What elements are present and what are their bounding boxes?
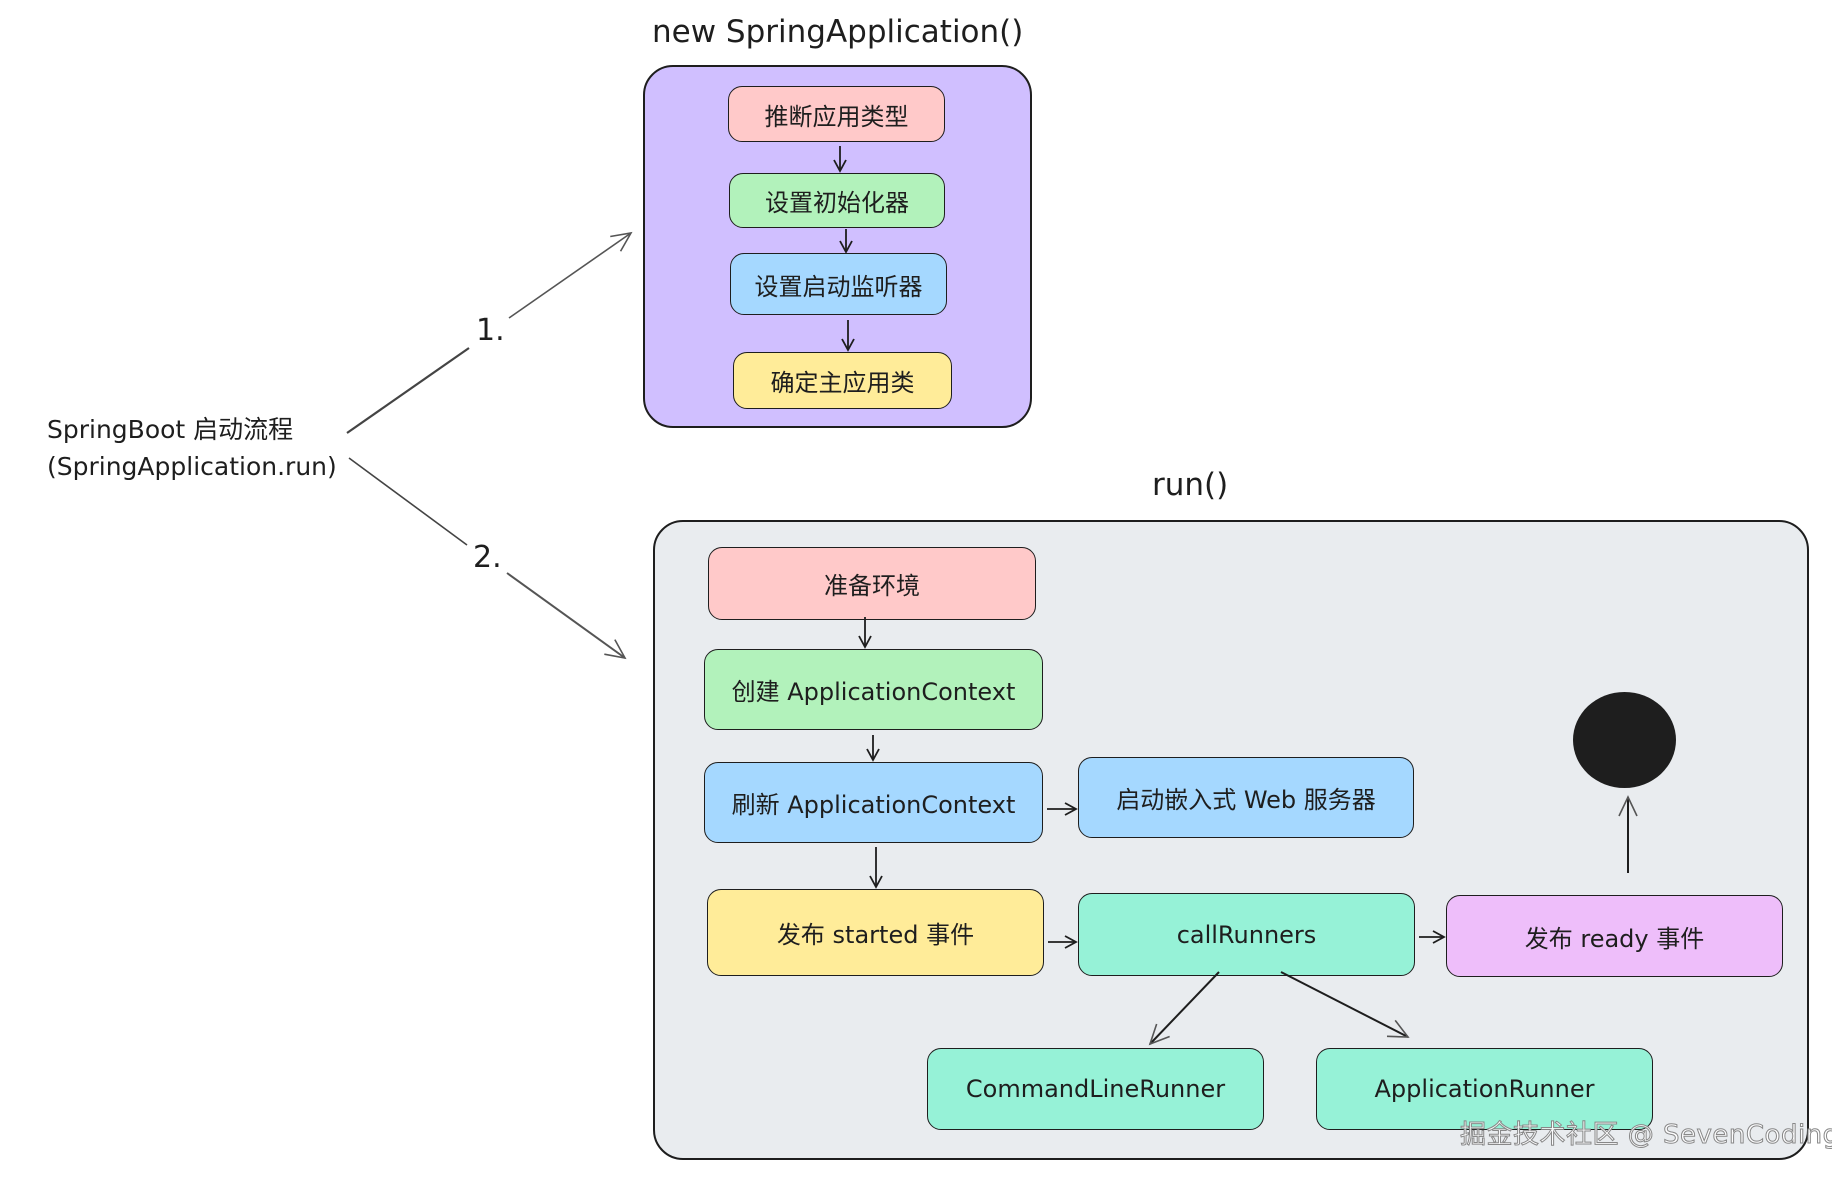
step-2-arrow-tail <box>348 457 468 546</box>
node-prepare-environment: 准备环境 <box>708 547 1036 620</box>
root-label-line1: SpringBoot 启动流程 <box>47 415 294 444</box>
end-state-dot <box>1573 692 1676 788</box>
node-set-initializers: 设置初始化器 <box>729 173 945 228</box>
node-started-event: 发布 started 事件 <box>707 889 1044 976</box>
node-label: 刷新 ApplicationContext <box>731 791 1016 819</box>
node-label: callRunners <box>1176 920 1317 949</box>
step-1-label: 1. <box>476 313 505 348</box>
node-main-app-class: 确定主应用类 <box>733 352 952 409</box>
node-label: 创建 ApplicationContext <box>731 678 1016 706</box>
root-label-line2: (SpringApplication.run) <box>47 452 337 481</box>
run-title: run() <box>1152 467 1229 503</box>
node-label: 准备环境 <box>824 572 920 600</box>
step-2-arrow-head <box>506 572 627 660</box>
node-start-web-server: 启动嵌入式 Web 服务器 <box>1078 757 1414 838</box>
watermark: 掘金技术社区 @ SevenCoding <box>1460 1120 1832 1151</box>
node-label: 启动嵌入式 Web 服务器 <box>1116 786 1376 814</box>
node-label: 发布 ready 事件 <box>1524 924 1705 953</box>
node-command-line-runner: CommandLineRunner <box>927 1048 1264 1130</box>
node-label: 设置初始化器 <box>765 189 909 217</box>
root-label: SpringBoot 启动流程 (SpringApplication.run) <box>47 411 337 485</box>
step-1-arrow-tail <box>346 347 470 434</box>
new-app-title: new SpringApplication() <box>652 14 1024 50</box>
node-ready-event: 发布 ready 事件 <box>1446 895 1783 977</box>
node-refresh-context: 刷新 ApplicationContext <box>704 762 1043 843</box>
node-label: 设置启动监听器 <box>754 272 923 301</box>
node-deduce-app-type: 推断应用类型 <box>728 86 945 142</box>
node-label: CommandLineRunner <box>965 1075 1226 1103</box>
node-label: ApplicationRunner <box>1374 1075 1595 1103</box>
node-application-runner: ApplicationRunner <box>1316 1048 1653 1130</box>
step-2-label: 2. <box>473 540 502 575</box>
node-set-listeners: 设置启动监听器 <box>730 253 947 315</box>
node-create-context: 创建 ApplicationContext <box>704 649 1043 730</box>
node-label: 发布 started 事件 <box>776 921 975 949</box>
step-1-arrow-head <box>508 231 633 319</box>
node-label: 推断应用类型 <box>764 102 909 131</box>
node-label: 确定主应用类 <box>770 369 915 397</box>
node-call-runners: callRunners <box>1078 893 1415 976</box>
